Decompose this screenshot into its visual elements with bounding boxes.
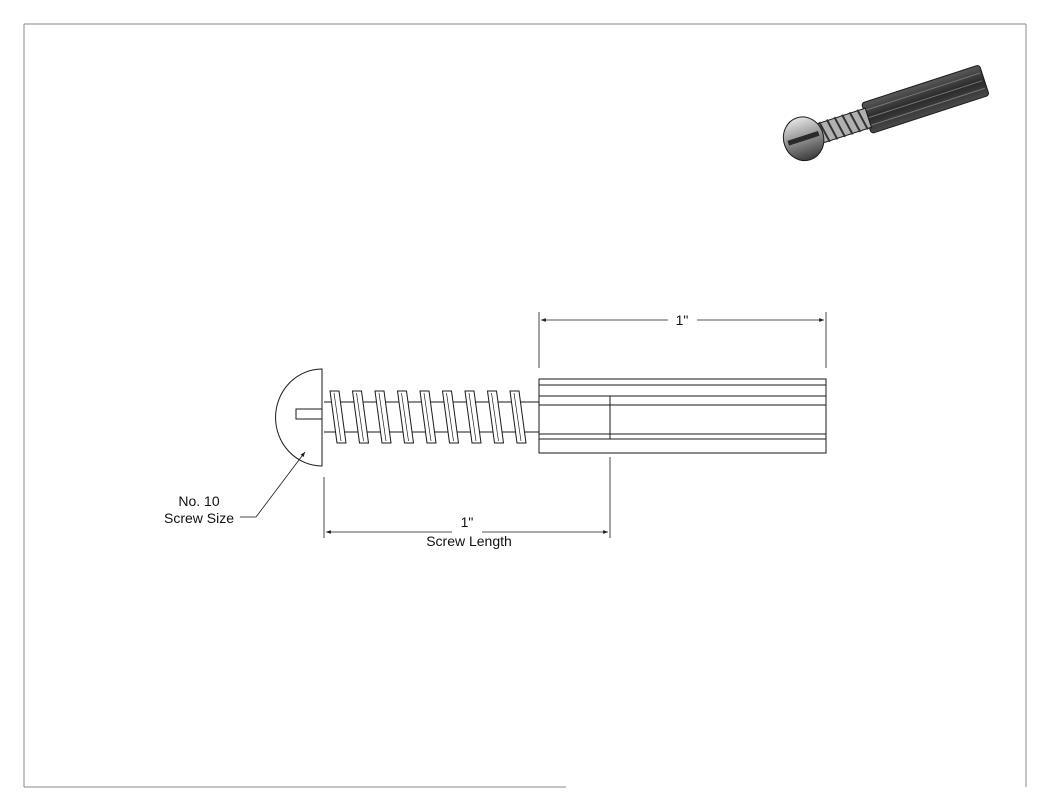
screw-length-label: Screw Length [426, 533, 512, 549]
screw-size-callout: No. 10 Screw Size [164, 451, 306, 526]
thread-flight [329, 390, 347, 444]
screw-length-dimension: 1" Screw Length [323, 457, 611, 549]
thread-edge [378, 392, 387, 442]
thread-flight [509, 390, 527, 444]
thread-edge [333, 392, 342, 442]
thread-edge [401, 392, 409, 442]
thread-edge [356, 392, 364, 442]
thread-flight [486, 390, 505, 444]
screw-size-line2: Screw Size [164, 510, 234, 526]
anchor-length-dimension: 1" [538, 312, 827, 368]
thread-edge [513, 392, 522, 442]
thread-edge [446, 392, 454, 442]
thread-flight [351, 390, 370, 444]
thread-edge [468, 392, 477, 442]
thread-flight [441, 390, 460, 444]
thread-flight [464, 390, 482, 444]
screw-threads [329, 390, 527, 444]
thread-flight [419, 390, 437, 444]
thread-edge [423, 392, 432, 442]
screw-length-value: 1" [461, 514, 474, 530]
drawing-frame [23, 23, 1027, 788]
screw-anchor-3d-render [782, 65, 989, 162]
anchor-length-value: 1" [676, 312, 689, 328]
thread-edge [491, 392, 499, 442]
screw-size-line1: No. 10 [178, 493, 219, 509]
plastic-anchor-side-view [538, 378, 827, 454]
thread-flight [374, 390, 392, 444]
thread-flight [396, 390, 415, 444]
